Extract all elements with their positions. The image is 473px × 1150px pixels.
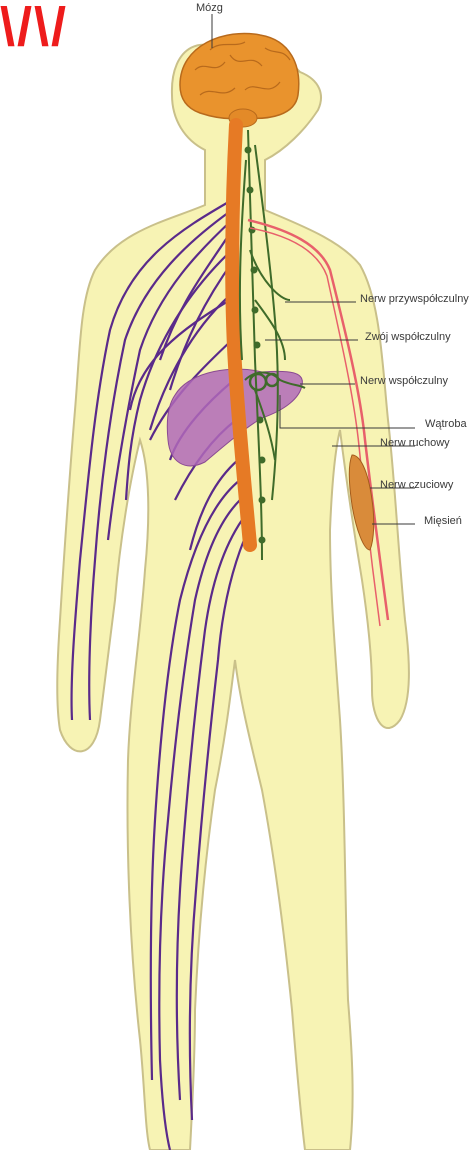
label-muscle: Mięsień: [424, 515, 462, 527]
label-parasympathetic-nerve: Nerw przywspółczulny: [360, 293, 469, 305]
label-sympathetic-nerve: Nerw współczulny: [360, 375, 448, 387]
label-liver: Wątroba: [425, 418, 467, 430]
label-motor-nerve: Nerw ruchowy: [380, 437, 450, 449]
label-sympathetic-ganglion: Zwój współczulny: [365, 331, 451, 343]
label-brain: Mózg: [196, 2, 223, 14]
corner-mark: \/\/: [0, 0, 68, 54]
label-sensory-nerve: Nerw czuciowy: [380, 479, 453, 491]
